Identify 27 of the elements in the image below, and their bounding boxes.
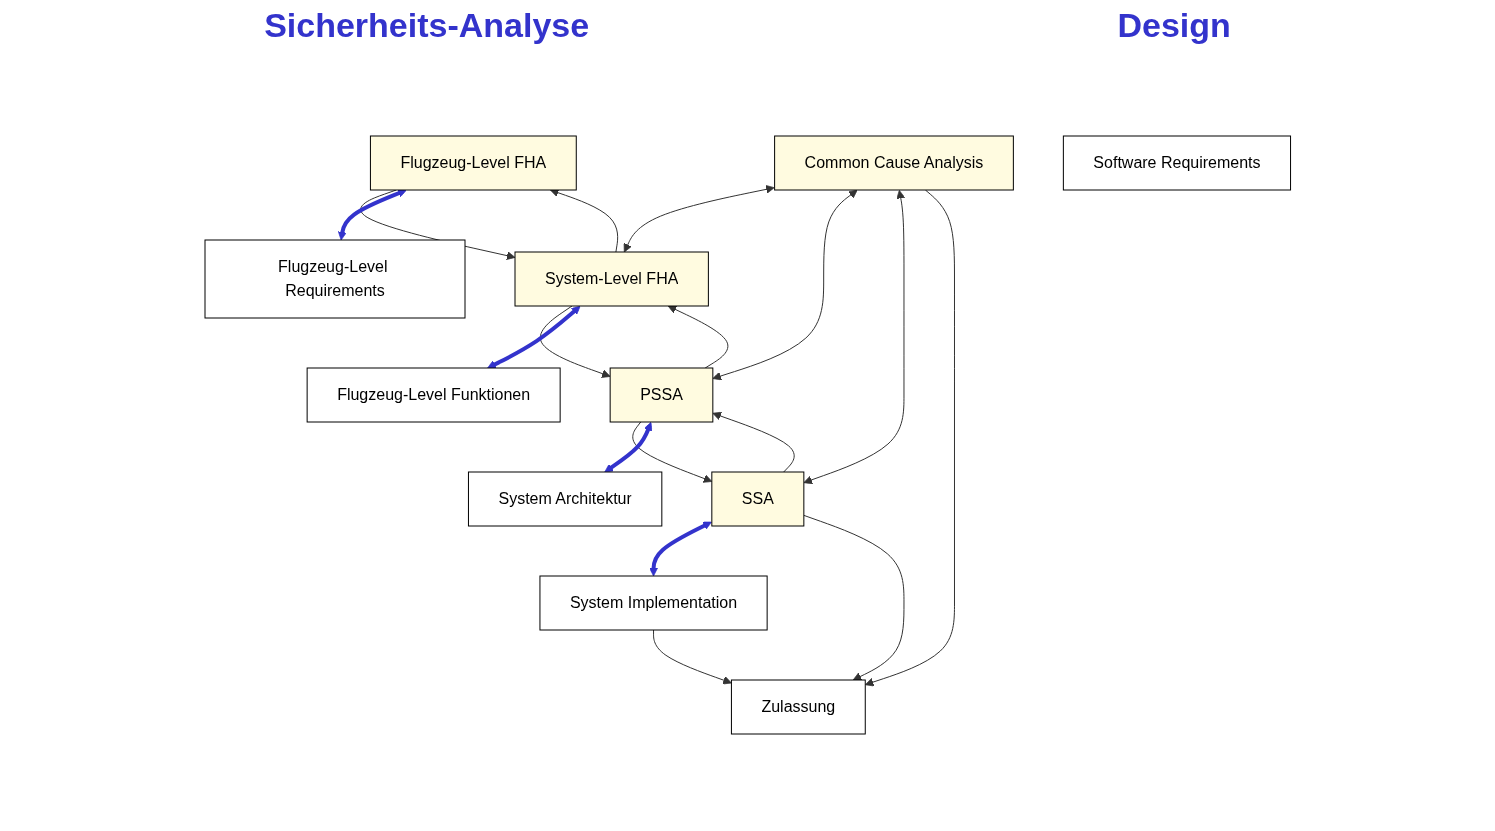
- node-box: Common Cause Analysis: [773, 135, 1014, 191]
- arrow: [486, 305, 581, 369]
- node-box: Flugzeug-Level Requirements: [204, 239, 466, 319]
- node-box: Flugzeug-Level FHA: [369, 135, 577, 191]
- arrow: [632, 421, 712, 483]
- arrow: [623, 185, 775, 253]
- arrow: [667, 305, 729, 369]
- arrow: [604, 421, 652, 473]
- arrow: [803, 514, 905, 681]
- node-box: SSA: [711, 471, 805, 527]
- node-box: PSSA: [609, 367, 714, 423]
- node-box: System Architektur: [467, 471, 663, 527]
- node-box: Flugzeug-Level Funktionen: [306, 367, 561, 423]
- node-box: Software Requirements: [1062, 135, 1291, 191]
- arrow: [648, 521, 712, 577]
- arrow: [539, 305, 611, 378]
- arrow: [712, 411, 795, 473]
- column-heading: Design: [1117, 5, 1231, 45]
- arrow: [712, 189, 858, 381]
- arrow: [803, 190, 905, 485]
- column-heading: Sicherheits-Analyse: [264, 5, 590, 45]
- node-box: Zulassung: [730, 679, 866, 735]
- node-box: System Implementation: [539, 575, 768, 631]
- arrow: [864, 189, 955, 687]
- arrow: [337, 189, 407, 241]
- arrow: [652, 629, 732, 685]
- node-box: System-Level FHA: [514, 251, 709, 307]
